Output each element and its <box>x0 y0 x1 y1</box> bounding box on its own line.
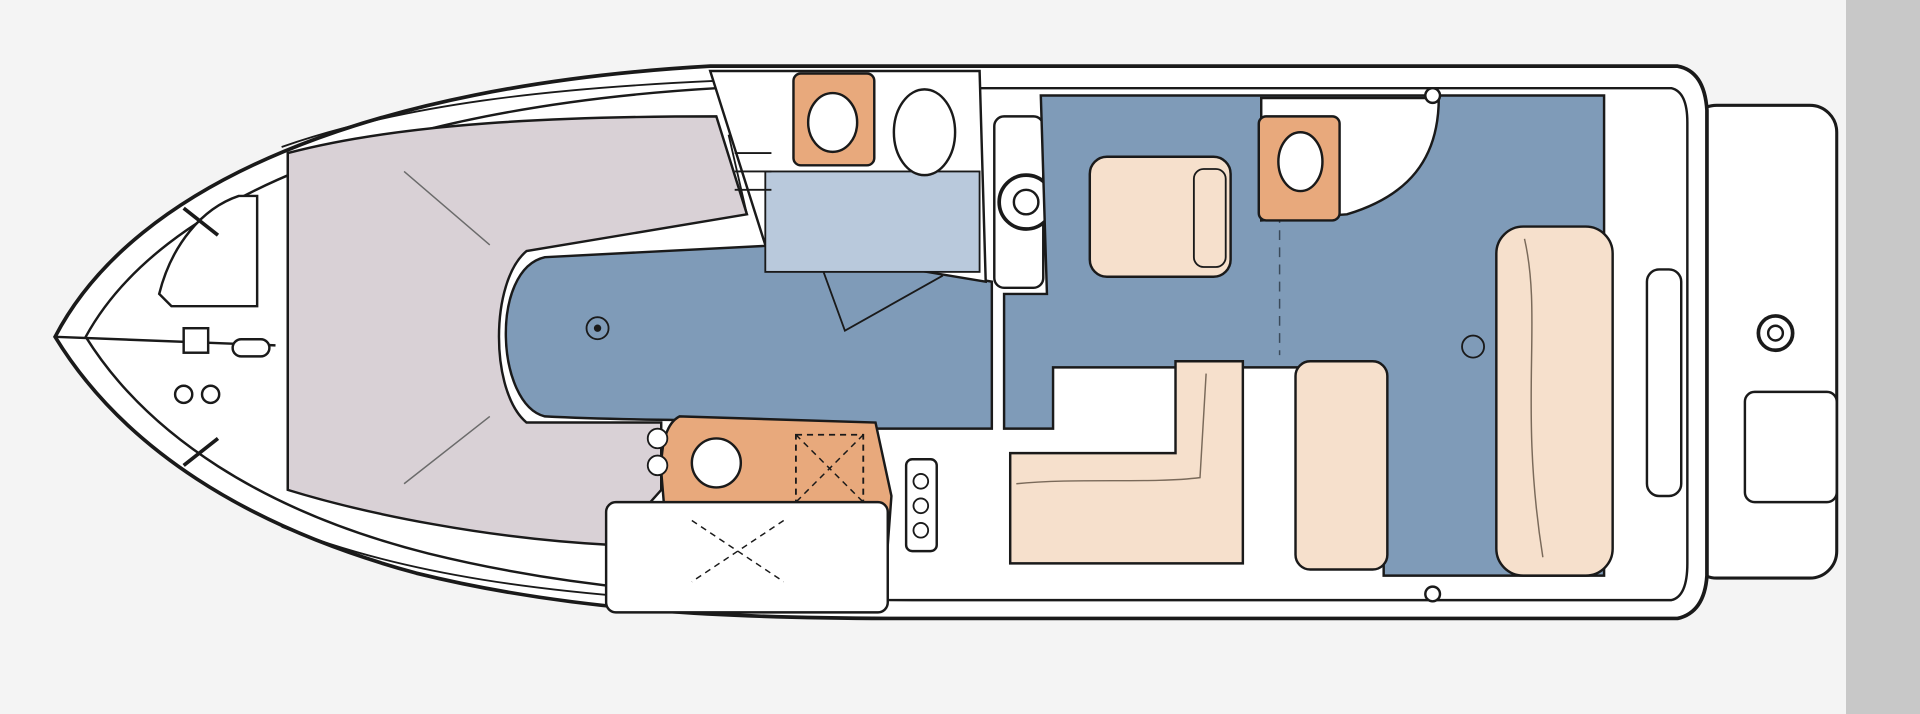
windlass-icon <box>182 326 210 354</box>
transom-walkthrough <box>1645 268 1683 498</box>
deck-fitting-icon <box>200 384 221 405</box>
side-gray-bar <box>1846 0 1920 714</box>
bow-rail-mark <box>182 206 220 237</box>
switch-icon <box>912 522 930 539</box>
galley-knob-icon <box>646 454 669 477</box>
lounge-seam <box>1016 373 1207 485</box>
table-pedestal-center <box>593 324 602 332</box>
galley-knob-icon <box>646 427 669 450</box>
deck-fitting-icon <box>173 384 194 405</box>
wet-bar-sink-icon <box>1277 131 1324 193</box>
table-pedestal-icon <box>585 316 610 341</box>
head-floor <box>764 170 981 273</box>
steering-wheel-hub <box>1012 188 1040 216</box>
deck-cleat-icon <box>1424 585 1442 603</box>
toilet-icon <box>892 88 957 177</box>
stairs <box>727 134 772 215</box>
anchor-locker <box>157 194 259 308</box>
switch-icon <box>912 497 930 515</box>
deck-cleat-icon <box>1424 86 1442 105</box>
switch-icon <box>912 473 930 490</box>
floor-drain-icon <box>1461 334 1485 359</box>
galley-sink-icon <box>690 437 743 489</box>
cleat-icon <box>231 338 271 358</box>
cockpit-side-seat <box>1294 360 1389 571</box>
head-sink-icon <box>806 91 859 154</box>
berth-seam <box>403 170 491 485</box>
bench-seam <box>1523 238 1544 558</box>
helm-seat-bolster <box>1192 168 1227 268</box>
stove-cross <box>795 434 864 503</box>
bow-rail-mark <box>182 436 220 467</box>
storage-cross <box>691 519 785 583</box>
forward-berth <box>286 115 749 547</box>
door-swing-line <box>819 262 944 333</box>
platform-step <box>1743 390 1838 504</box>
l-lounge <box>1008 360 1245 565</box>
aft-bench-seat <box>1495 225 1614 577</box>
stern-cleat-inner <box>1766 324 1785 342</box>
